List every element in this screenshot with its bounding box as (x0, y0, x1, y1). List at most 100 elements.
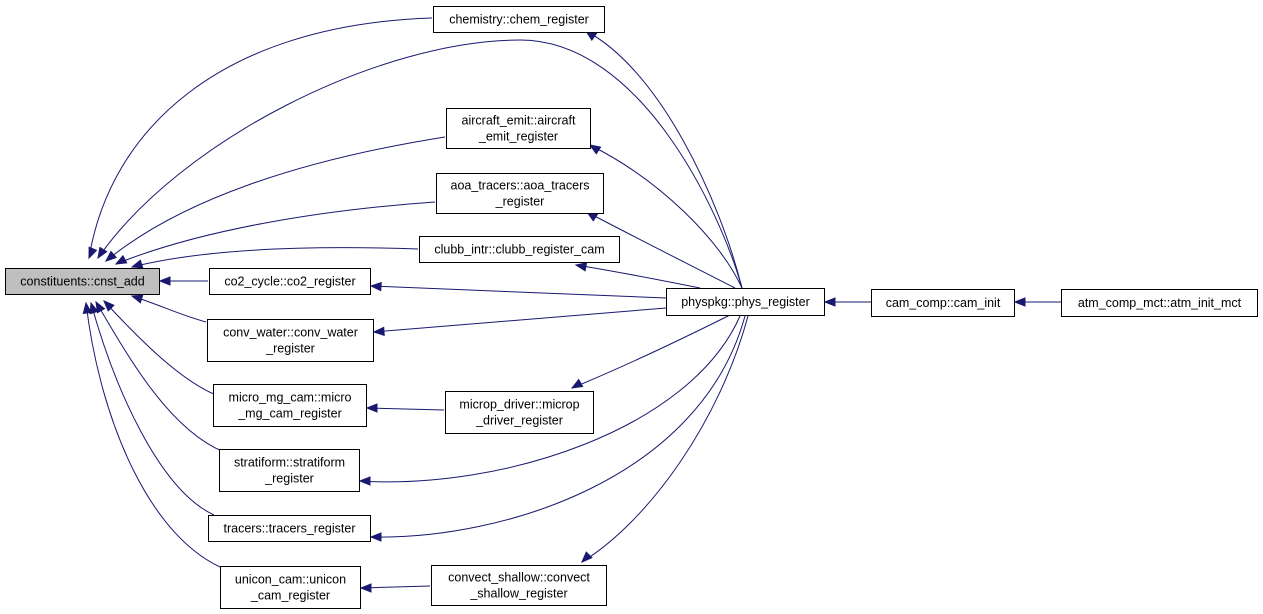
node-cnst_add[interactable]: constituents::cnst_add (5, 268, 160, 295)
edge-line (105, 136, 446, 262)
edge-line (373, 307, 667, 333)
node-label: conv_water::conv_water (223, 326, 358, 340)
node-label: cam_comp::cam_init (886, 296, 1001, 310)
edge-line (88, 17, 433, 259)
edge-aircraft_emit_register-to-cnst_add (104, 136, 446, 262)
arrowhead (104, 250, 118, 262)
edge-chem_register-to-cnst_add (88, 17, 433, 260)
node-label: chemistry::chem_register (449, 13, 589, 27)
node-label: _driver_register (475, 414, 563, 428)
edge-line (575, 264, 701, 289)
node-label: microp_driver::microp (459, 398, 579, 412)
edge-line (366, 407, 445, 411)
node-box (666, 288, 825, 316)
edge-line (85, 302, 228, 571)
edge-line (131, 247, 419, 268)
node-box (419, 236, 620, 263)
edge-phys_register-to-microp_driver_register (570, 314, 731, 389)
edge-phys_register-to-clubb_register_cam (574, 262, 701, 289)
node-label: co2_cycle::co2_register (224, 275, 355, 289)
edge-phys_register-to-cnst_add (97, 39, 743, 289)
edge-micro_mg_cam_register-to-cnst_add (103, 300, 217, 396)
node-tracers_register[interactable]: tracers::tracers_register (208, 515, 371, 542)
node-label: unicon_cam::unicon (235, 573, 346, 587)
node-conv_water_register[interactable]: conv_water::conv_water_register (207, 319, 374, 362)
edge-line (97, 39, 743, 289)
node-box (220, 566, 361, 609)
node-label: _emit_register (478, 130, 558, 144)
node-box (446, 108, 591, 149)
node-label: physpkg::phys_register (681, 295, 810, 309)
node-aircraft_emit_register[interactable]: aircraft_emit::aircraft_emit_register (446, 108, 591, 149)
edge-line (589, 144, 743, 289)
node-label: _mg_cam_register (237, 407, 342, 421)
edge-line (131, 295, 207, 323)
arrowhead (114, 254, 128, 265)
edge-conv_water_register-to-cnst_add (130, 294, 207, 323)
node-label: _register (264, 472, 314, 486)
arrowhead (570, 378, 584, 389)
edge-line (360, 585, 431, 589)
edges-layer (82, 17, 1061, 593)
node-convect_shallow_register[interactable]: convect_shallow::convect_shallow_registe… (431, 565, 607, 606)
node-micro_mg_cam_register[interactable]: micro_mg_cam::micro_mg_cam_register (213, 384, 367, 427)
edge-line (115, 201, 436, 265)
edge-phys_register-to-convect_shallow_register (581, 315, 749, 563)
arrowhead (369, 532, 382, 542)
node-microp_driver_register[interactable]: microp_driver::microp_driver_register (445, 391, 594, 434)
arrowhead (158, 276, 171, 286)
node-box (436, 173, 604, 214)
node-label: aoa_tracers::aoa_tracers (451, 179, 590, 193)
arrowhead (95, 300, 106, 314)
arrowhead (588, 144, 602, 155)
edge-convect_shallow_register-to-unicon_cam_register (359, 583, 431, 593)
edge-co2_register-to-cnst_add (158, 276, 208, 286)
edge-line (370, 285, 667, 299)
arrowhead (372, 326, 385, 337)
edge-line (370, 315, 746, 538)
arrowhead (574, 262, 588, 272)
edge-stratiform_register-to-cnst_add (95, 300, 225, 453)
edge-unicon_cam_register-to-cnst_add (82, 301, 228, 571)
node-label: _shallow_register (469, 587, 567, 601)
node-label: micro_mg_cam::micro (229, 391, 352, 405)
node-box (208, 515, 371, 542)
arrowhead (88, 246, 98, 260)
node-label: _register (265, 342, 315, 356)
node-aoa_tracers_register[interactable]: aoa_tracers::aoa_tracers_register (436, 173, 604, 214)
edge-line (359, 315, 741, 483)
node-label: _cam_register (250, 589, 330, 603)
edge-line (581, 315, 749, 563)
arrowhead (89, 301, 99, 315)
arrowhead (823, 297, 836, 307)
edge-phys_register-to-co2_register (369, 281, 667, 299)
node-atm_init_mct[interactable]: atm_comp_mct::atm_init_mct (1061, 289, 1258, 317)
node-label: _register (495, 195, 545, 209)
arrowhead (103, 300, 115, 312)
node-phys_register[interactable]: physpkg::phys_register (666, 288, 825, 316)
node-cam_init[interactable]: cam_comp::cam_init (871, 289, 1015, 317)
edge-line (586, 211, 736, 289)
node-box (431, 565, 607, 606)
node-label: clubb_intr::clubb_register_cam (434, 243, 604, 257)
arrowhead (365, 403, 378, 413)
node-label: atm_comp_mct::atm_init_mct (1078, 296, 1242, 310)
edge-phys_register-to-stratiform_register (358, 315, 741, 486)
node-clubb_register_cam[interactable]: clubb_intr::clubb_register_cam (419, 236, 620, 263)
node-chem_register[interactable]: chemistry::chem_register (433, 6, 605, 33)
node-box (207, 319, 374, 362)
node-label: convect_shallow::convect (448, 571, 590, 585)
node-co2_register[interactable]: co2_cycle::co2_register (209, 268, 371, 295)
arrowhead (581, 551, 593, 563)
edge-microp_driver_register-to-micro_mg_cam_register (365, 403, 445, 413)
arrowhead (97, 246, 108, 260)
node-stratiform_register[interactable]: stratiform::stratiform_register (219, 449, 360, 492)
node-unicon_cam_register[interactable]: unicon_cam::unicon_cam_register (220, 566, 361, 609)
node-label: aircraft_emit::aircraft (462, 114, 576, 128)
arrowhead (130, 259, 144, 269)
edge-aoa_tracers_register-to-cnst_add (114, 201, 436, 265)
edge-line (103, 300, 217, 396)
node-label: stratiform::stratiform (234, 456, 345, 470)
node-box (209, 268, 371, 295)
arrowhead (358, 476, 371, 486)
